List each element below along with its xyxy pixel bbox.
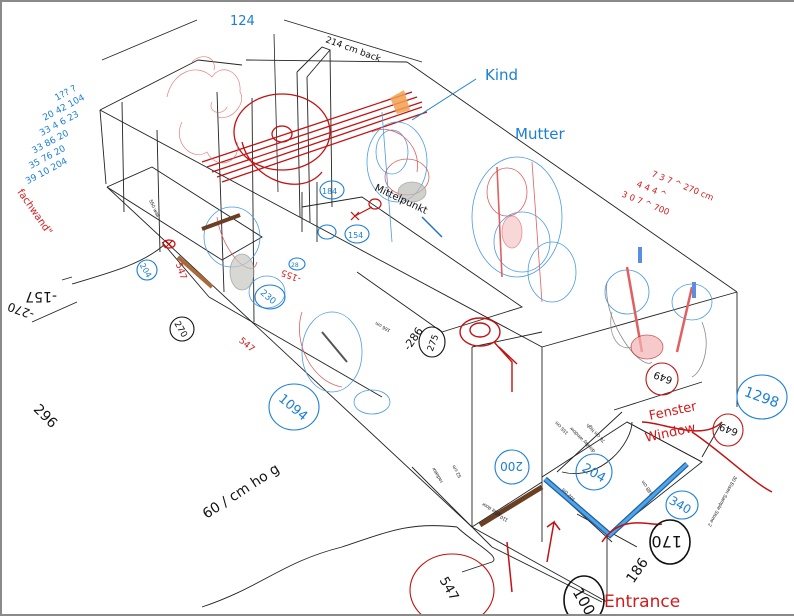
svg-text:radiator: radiator [431,466,445,484]
svg-text:28: 28 [291,262,299,269]
circled-numbers [136,180,788,614]
number-1094: 1094 [275,391,310,424]
bottom-note: 60 / cm ho g [200,461,283,522]
svg-text:154: 154 [348,231,363,240]
figure-group-mutter [471,156,577,303]
figure-group-right [604,247,713,378]
number-296: 296 [30,401,60,431]
svg-text:52 cm: 52 cm [451,464,463,479]
left-number-list: 1?? ? 20 42 104 33 4 6 23 33 86 20 35 76… [24,84,87,187]
svg-text:270: 270 [171,320,188,340]
svg-text:649: 649 [652,368,674,385]
annotation-text: 124 214 cm back Kind Mutter 1?? ? 20 42 … [6,14,781,616]
x-markers [162,198,382,249]
svg-text:184: 184 [322,187,337,196]
svg-text:275: 275 [426,333,441,353]
svg-text:102 cm: 102 cm [561,486,577,502]
label-window: Window [644,421,698,446]
number-minus-157: -157 [25,288,57,304]
display-window-outline [543,461,689,539]
svg-text:155 cm: 155 cm [554,420,570,436]
label-entrance: Entrance [604,592,680,612]
svg-text:230: 230 [258,288,278,307]
number-186: 186 [623,555,651,586]
svg-text:30 Eisen Sample Stone 2: 30 Eisen Sample Stone 2 [706,475,738,528]
svg-text:649: 649 [718,420,740,437]
red-key-shape [459,317,518,392]
number-170: 170 [651,532,682,551]
top-dimension-lines [101,19,423,193]
svg-text:188 cm: 188 cm [640,479,654,496]
number-100: 100 [569,585,599,616]
red-sketch-upper [201,91,428,185]
top-width-label: 124 [230,14,255,29]
number-1298: 1298 [742,384,781,411]
label-kind: Kind [485,66,518,84]
number-286: -286 [401,325,426,353]
figure-group-left [203,206,391,415]
wall-label: 214 cm back [324,35,383,65]
svg-text:166 cm: 166 cm [374,320,391,333]
svg-text:547: 547 [236,336,256,355]
door-bars [176,213,544,528]
svg-text:340: 340 [667,493,694,517]
front-door-bar [478,484,544,528]
svg-text:200: 200 [500,459,523,473]
orange-accent [390,90,410,114]
svg-text:547: 547 [436,575,461,604]
room-wireframe [99,46,738,603]
note-fachwand: fachwand" [15,187,54,237]
label-mutter: Mutter [515,125,565,143]
svg-text:76 cm high: 76 cm high [585,422,607,444]
red-figure-top-left [166,56,242,164]
leader-curves [31,244,723,608]
figure-group-center [366,111,443,243]
